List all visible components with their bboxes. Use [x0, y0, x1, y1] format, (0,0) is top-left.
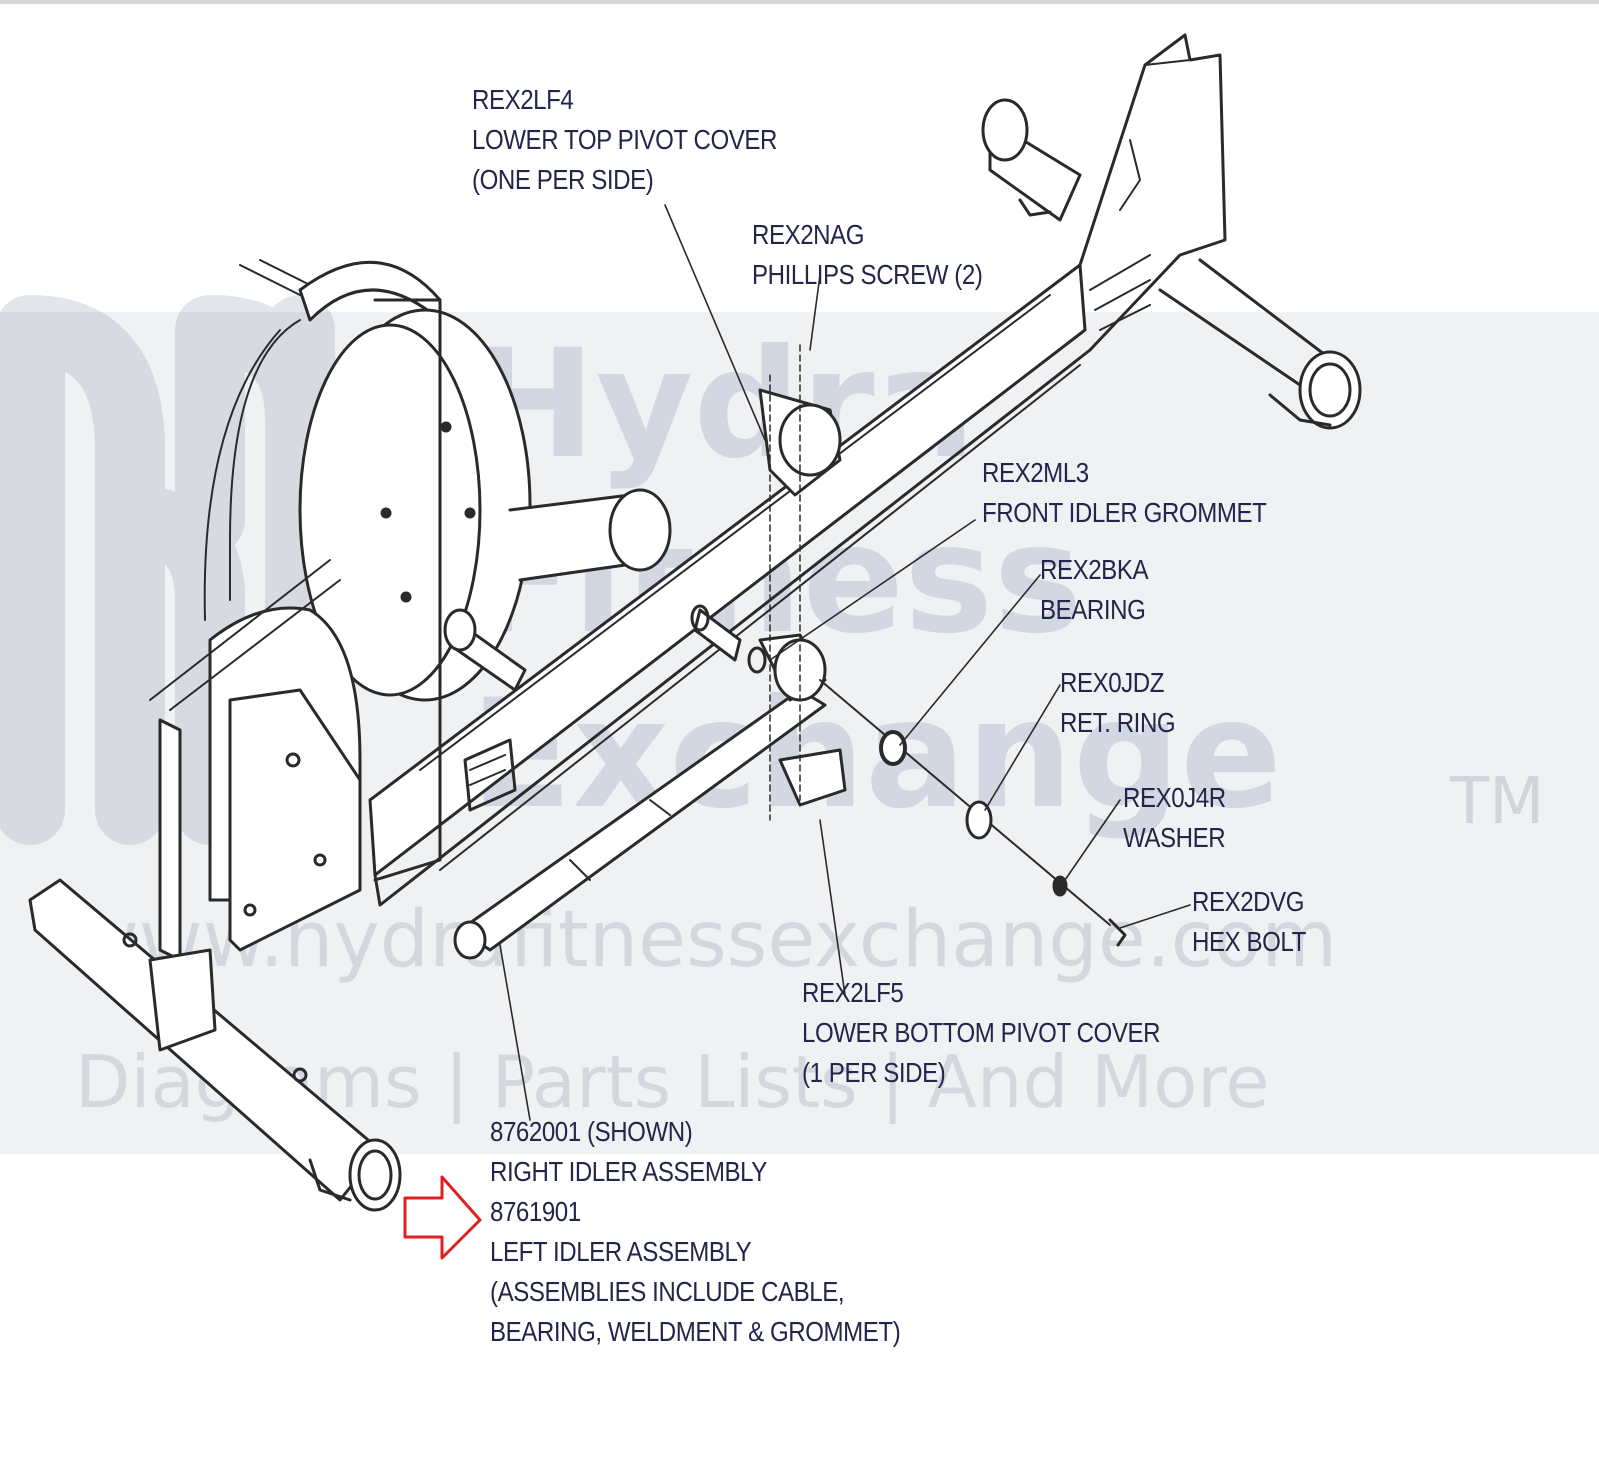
leader-lower-top-pivot-cover	[664, 204, 766, 441]
callout-ret-ring: REX0JDZ RET. RING	[1060, 663, 1176, 743]
right-part-name: RIGHT IDLER ASSEMBLY	[490, 1156, 767, 1187]
part-name: LOWER TOP PIVOT COVER	[472, 124, 777, 155]
idler-arm	[453, 344, 847, 960]
frame-body	[373, 298, 517, 882]
leader-hex-bolt	[1119, 904, 1191, 929]
main-rail	[368, 263, 1092, 907]
footrest-tube	[981, 98, 1082, 222]
front-upright	[1078, 33, 1227, 352]
callout-hex-bolt: REX2DVG HEX BOLT	[1192, 882, 1306, 962]
part-name: BEARING	[1040, 594, 1146, 625]
part-note: (ONE PER SIDE)	[472, 164, 654, 195]
seat-tube	[443, 488, 672, 692]
callout-bearing: REX2BKA BEARING	[1040, 550, 1149, 630]
leader-ret-ring	[984, 684, 1061, 811]
assembly-note-line1: (ASSEMBLIES INCLUDE CABLE,	[490, 1276, 845, 1307]
callout-lower-bottom-pivot-cover: REX2LF5 LOWER BOTTOM PIVOT COVER (1 PER …	[802, 973, 1160, 1093]
leader-phillips-screw	[809, 274, 821, 351]
watermark-trademark: TM	[1450, 765, 1545, 839]
assembly-note-line2: BEARING, WELDMENT & GROMMET)	[490, 1316, 901, 1347]
leader-lower-bottom-pivot-cover	[819, 819, 846, 996]
pulley-housing	[149, 559, 362, 962]
part-number: REX2BKA	[1040, 554, 1149, 585]
left-part-number: 8761901	[490, 1196, 581, 1227]
callout-front-idler-grommet: REX2ML3 FRONT IDLER GROMMET	[982, 453, 1267, 533]
leader-idler-assembly	[499, 944, 531, 1121]
water-tank	[203, 259, 532, 702]
watermark-line3: Exchange	[470, 668, 1283, 842]
leader-front-idler-grommet	[769, 519, 976, 661]
callout-phillips-screw: REX2NAG PHILLIPS SCREW (2)	[752, 215, 983, 295]
part-number: REX0J4R	[1123, 782, 1226, 813]
leader-lines	[499, 204, 1191, 1121]
part-number: REX2LF5	[802, 977, 904, 1008]
left-part-name: LEFT IDLER ASSEMBLY	[490, 1236, 752, 1267]
part-name: RET. RING	[1060, 707, 1176, 738]
front-foot	[1158, 258, 1362, 430]
top-border	[0, 0, 1599, 4]
rear-foot	[28, 878, 402, 1212]
leader-bearing	[899, 574, 1041, 746]
part-note: (1 PER SIDE)	[802, 1057, 946, 1088]
leader-washer	[1064, 799, 1121, 881]
part-number: REX2DVG	[1192, 886, 1305, 917]
part-name: HEX BOLT	[1192, 926, 1306, 957]
callout-idler-assembly: 8762001 (SHOWN) RIGHT IDLER ASSEMBLY 876…	[490, 1112, 901, 1352]
part-number: REX2ML3	[982, 457, 1089, 488]
part-number: REX0JDZ	[1060, 667, 1165, 698]
part-name: LOWER BOTTOM PIVOT COVER	[802, 1017, 1161, 1048]
callout-lower-top-pivot-cover: REX2LF4 LOWER TOP PIVOT COVER (ONE PER S…	[472, 80, 777, 200]
callout-washer: REX0J4R WASHER	[1123, 778, 1226, 858]
part-name: WASHER	[1123, 822, 1226, 853]
highlight-arrow-icon	[403, 1175, 482, 1260]
part-number: REX2LF4	[472, 84, 574, 115]
hardware-axis	[819, 679, 1127, 947]
right-part-number: 8762001 (SHOWN)	[490, 1116, 693, 1147]
part-name: PHILLIPS SCREW (2)	[752, 259, 983, 290]
part-number: REX2NAG	[752, 219, 865, 250]
part-name: FRONT IDLER GROMMET	[982, 497, 1267, 528]
